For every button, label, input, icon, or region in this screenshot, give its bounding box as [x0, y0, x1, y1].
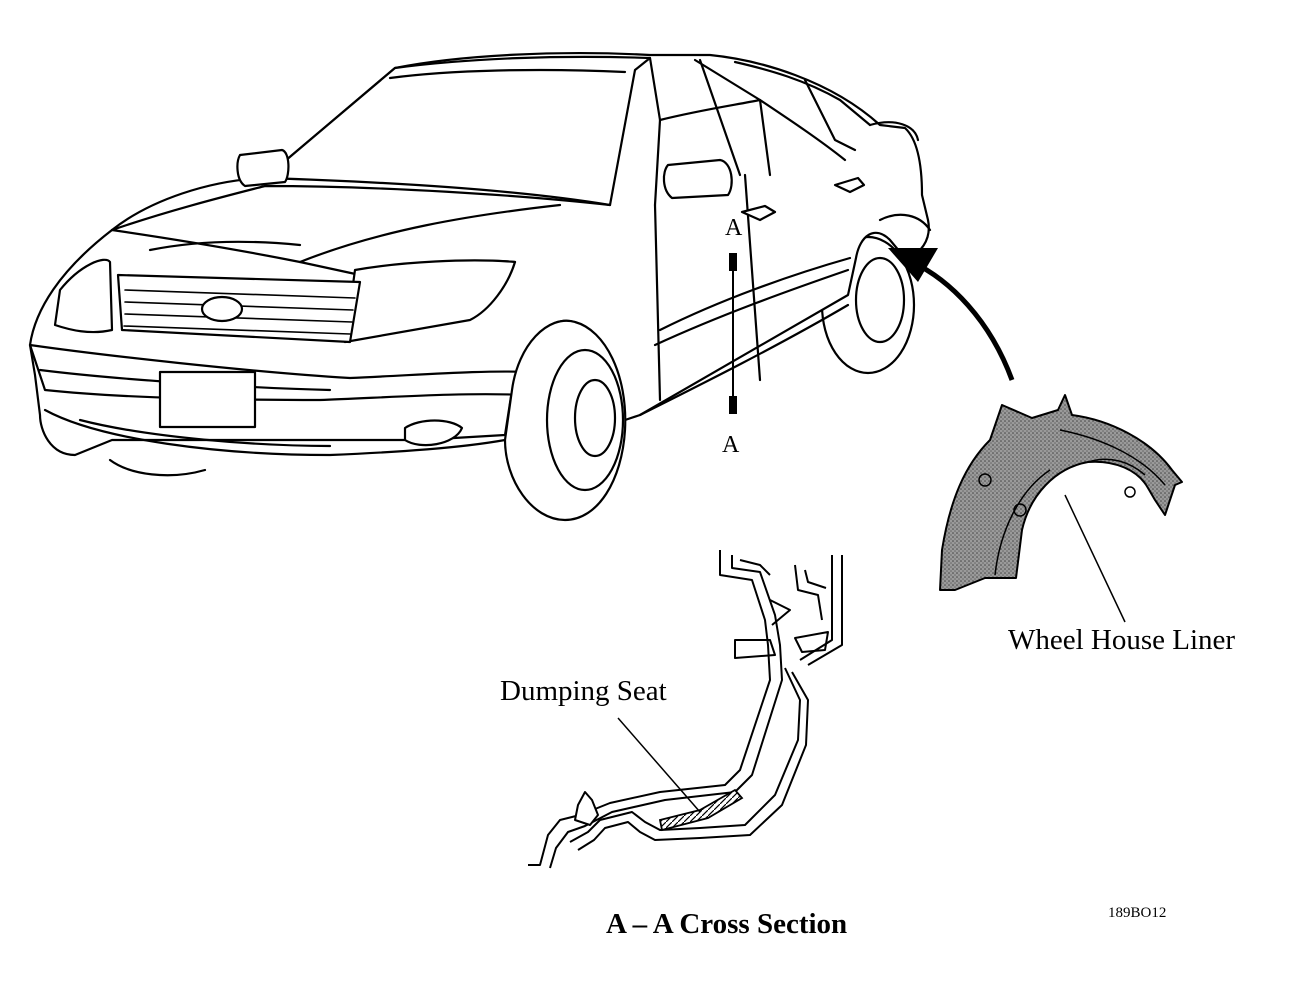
section-line-aa	[729, 253, 737, 414]
dumping-seat-label: Dumping Seat	[500, 675, 667, 707]
section-mark-top: A	[725, 215, 743, 241]
car-illustration	[28, 52, 932, 522]
front-wheel	[503, 319, 627, 522]
wheel-house-liner-label: Wheel House Liner	[1008, 624, 1236, 656]
pointer-arrow	[888, 248, 1015, 381]
license-plate	[158, 370, 257, 429]
grille	[116, 273, 362, 344]
cross-section-drawing	[528, 550, 843, 869]
section-mark-bottom: A	[722, 432, 740, 458]
cross-section-caption: A – A Cross Section	[606, 908, 848, 940]
left-mirror	[236, 148, 290, 188]
figure-id: 189BO12	[1108, 905, 1167, 921]
leader-dumping-seat	[617, 717, 701, 813]
wheel-house-liner	[939, 394, 1183, 591]
dumping-seat	[658, 788, 744, 832]
side-mirror	[662, 158, 733, 200]
leader-wheel-house-liner	[1064, 494, 1126, 623]
